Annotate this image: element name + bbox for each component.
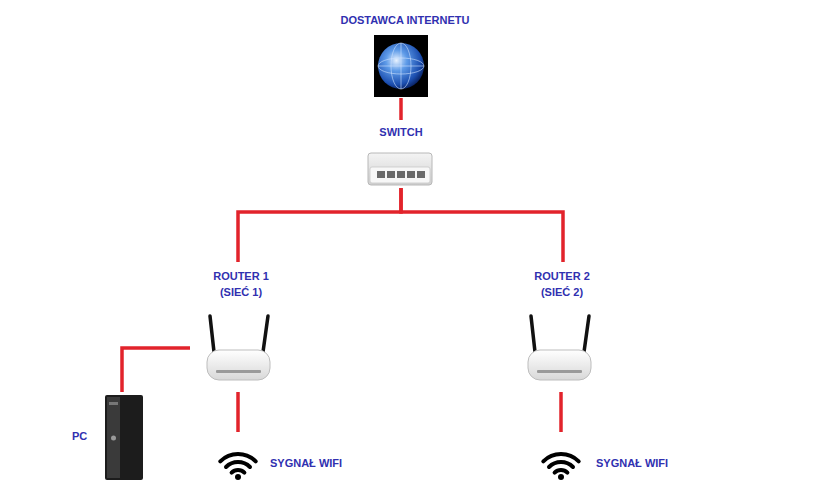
pc-tower-icon (105, 395, 143, 480)
router-body (207, 350, 270, 380)
router-antenna (210, 316, 214, 352)
node-label: SYGNAŁ WIFI (270, 455, 352, 471)
node-label: ROUTER 1 (SIEĆ 1) (208, 268, 274, 300)
wifi-wave (555, 470, 568, 473)
network-cable (238, 188, 401, 262)
node-label: ROUTER 2 (SIEĆ 2) (529, 268, 595, 300)
router-led-strip (216, 370, 261, 373)
router-icon (528, 316, 591, 380)
switch-body (368, 153, 432, 185)
globe-sphere (378, 43, 424, 89)
switch-node: SWITCH (355, 120, 447, 188)
wifi-wave (226, 462, 250, 467)
node-label: DOSTAWCA INTERNETU (330, 12, 480, 28)
router-icon (207, 316, 270, 380)
network-cable (559, 392, 563, 432)
router-node: ROUTER 2 (SIEĆ 2) (511, 262, 611, 392)
node-label: SYGNAŁ WIFI (596, 455, 675, 471)
internet-globe-icon (374, 35, 428, 97)
network-cable (401, 188, 563, 262)
wifi-icon (220, 454, 255, 480)
router-antenna (584, 316, 589, 352)
switch-port (377, 171, 385, 178)
network-cable (236, 392, 240, 432)
globe-background (374, 35, 428, 97)
router-led-strip (537, 370, 582, 373)
wifi-signal-node: SYGNAŁ WIFI (535, 432, 675, 480)
pc-front-panel (107, 397, 120, 478)
router-node: ROUTER 1 (SIEĆ 1) (190, 262, 290, 392)
pc-node: PC (68, 392, 148, 480)
switch-icon (368, 153, 432, 185)
wifi-wave (232, 470, 245, 473)
pc-drive-bay (109, 402, 118, 405)
internet-provider-node: DOSTAWCA INTERNETU (330, 8, 480, 98)
network-cable (399, 98, 403, 120)
node-label: SWITCH (355, 124, 447, 140)
wifi-dot (235, 474, 241, 480)
router-antenna (531, 316, 535, 352)
wifi-wave (549, 462, 573, 467)
router-antenna (263, 316, 268, 352)
network-cable (122, 348, 190, 392)
switch-port (387, 171, 395, 178)
pc-power-button (111, 436, 116, 441)
switch-port (407, 171, 415, 178)
globe-axis (401, 43, 402, 89)
wifi-dot (558, 474, 564, 480)
switch-front-panel (370, 167, 430, 183)
switch-port (397, 171, 405, 178)
router-body (528, 350, 591, 380)
switch-port (417, 171, 425, 178)
pc-case (105, 395, 143, 480)
node-label: PC (72, 428, 102, 444)
wifi-signal-node: SYGNAŁ WIFI (212, 432, 352, 480)
wifi-icon (543, 454, 578, 480)
